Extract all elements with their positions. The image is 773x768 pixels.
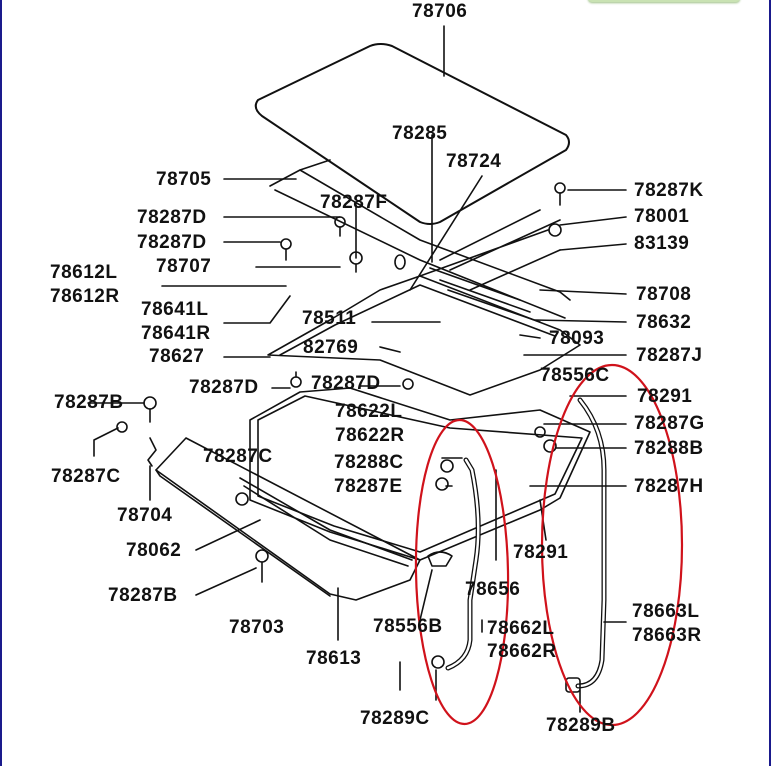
- label-78288C: 78288C: [334, 452, 404, 473]
- label-78622L: 78622L: [335, 401, 403, 422]
- label-78287C: 78287C: [51, 466, 121, 487]
- label-78662R: 78662R: [487, 641, 557, 662]
- label-78612R: 78612R: [50, 286, 120, 307]
- label-78287D: 78287D: [137, 232, 207, 253]
- frame-outer: [267, 275, 581, 396]
- label-78287D: 78287D: [311, 373, 381, 394]
- label-78632: 78632: [636, 312, 692, 333]
- glass-panel: [254, 43, 570, 225]
- label-78093: 78093: [549, 328, 605, 349]
- label-78287F: 78287F: [320, 192, 388, 213]
- label-78703: 78703: [229, 617, 285, 638]
- label-78287B: 78287B: [108, 585, 178, 606]
- label-78291: 78291: [637, 386, 693, 407]
- label-78613: 78613: [306, 648, 362, 669]
- bolt-78287D: [280, 238, 292, 250]
- label-78288B: 78288B: [634, 438, 704, 459]
- label-78641R: 78641R: [141, 323, 211, 344]
- label-78287C: 78287C: [203, 446, 273, 467]
- label-78062: 78062: [126, 540, 182, 561]
- label-78724: 78724: [446, 151, 502, 172]
- label-78287D: 78287D: [189, 377, 259, 398]
- label-78287B: 78287B: [54, 392, 124, 413]
- label-78662L: 78662L: [487, 618, 555, 639]
- label-78708: 78708: [636, 284, 692, 305]
- label-78287H: 78287H: [634, 476, 704, 497]
- deflector-frame: [269, 169, 571, 301]
- front-drain-hose: [445, 457, 481, 671]
- label-78291: 78291: [513, 542, 569, 563]
- highlight-front-hose: [414, 418, 510, 726]
- label-78612L: 78612L: [50, 262, 118, 283]
- label-78289B: 78289B: [546, 715, 616, 736]
- label-78706: 78706: [412, 1, 468, 22]
- label-78704: 78704: [117, 505, 173, 526]
- header-tab-edge: [588, 0, 740, 2]
- label-78287G: 78287G: [634, 413, 705, 434]
- label-78287E: 78287E: [334, 476, 403, 497]
- label-82769: 82769: [303, 337, 359, 358]
- label-78663R: 78663R: [632, 625, 702, 646]
- label-78001: 78001: [634, 206, 690, 227]
- label-78663L: 78663L: [632, 601, 700, 622]
- label-78289C: 78289C: [360, 708, 430, 729]
- label-78556B: 78556B: [373, 616, 443, 637]
- label-78622R: 78622R: [335, 425, 405, 446]
- label-78656: 78656: [465, 579, 521, 600]
- highlight-rear-hose: [540, 363, 684, 727]
- label-78287D: 78287D: [137, 207, 207, 228]
- rails: [419, 209, 561, 291]
- label-78707: 78707: [156, 256, 212, 277]
- label-78285: 78285: [392, 123, 448, 144]
- label-78705: 78705: [156, 169, 212, 190]
- label-78641L: 78641L: [141, 299, 209, 320]
- label-78511: 78511: [302, 308, 357, 329]
- label-83139: 83139: [634, 233, 690, 254]
- label-78287K: 78287K: [634, 180, 704, 201]
- trim-panel: [155, 437, 421, 601]
- label-78556C: 78556C: [540, 365, 610, 386]
- label-78627: 78627: [149, 346, 205, 367]
- label-78287J: 78287J: [636, 345, 703, 366]
- lower-frame: [249, 387, 591, 561]
